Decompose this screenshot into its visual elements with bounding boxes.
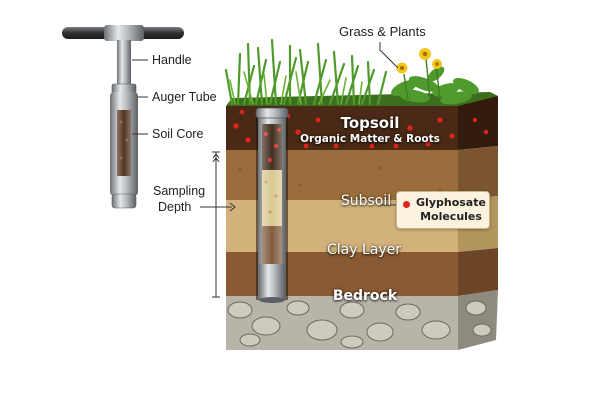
bedrock-side bbox=[458, 248, 498, 296]
glyphosate-callout: Glyphosate Molecules bbox=[396, 191, 490, 229]
sampling-depth-label-line1: Sampling bbox=[153, 184, 206, 198]
bedrock-label: Bedrock bbox=[332, 288, 398, 304]
soil-core-label: Soil Core bbox=[152, 127, 204, 141]
callout-line1: Glyphosate bbox=[416, 196, 486, 209]
grass-plants-label: Grass & Plants bbox=[339, 24, 426, 39]
stone-side bbox=[458, 290, 498, 350]
callout-line2: Molecules bbox=[420, 209, 482, 223]
soil-block bbox=[224, 38, 498, 350]
topsoil-side bbox=[458, 96, 498, 150]
flowers bbox=[396, 48, 442, 74]
auger-tube-label: Auger Tube bbox=[152, 90, 217, 104]
grass bbox=[224, 38, 498, 106]
sampling-depth-bracket bbox=[212, 151, 236, 298]
topsoil-sub-label: Organic Matter & Roots bbox=[300, 133, 440, 145]
soil-sampling-tube bbox=[255, 107, 289, 303]
stones bbox=[227, 300, 492, 349]
auger-tool bbox=[62, 25, 184, 209]
handle-label: Handle bbox=[152, 53, 192, 67]
sampling-depth-label-line2: Depth bbox=[158, 200, 192, 214]
clay-layer-label: Clay Layer bbox=[326, 242, 401, 258]
auger-shaft bbox=[117, 40, 131, 86]
topsoil-label: Topsoil bbox=[340, 114, 400, 132]
soil-texture bbox=[238, 114, 447, 147]
glyphosate-molecule-icon bbox=[403, 201, 410, 208]
subsoil-label: Subsoil bbox=[340, 193, 392, 209]
subsoil-side bbox=[458, 146, 498, 200]
